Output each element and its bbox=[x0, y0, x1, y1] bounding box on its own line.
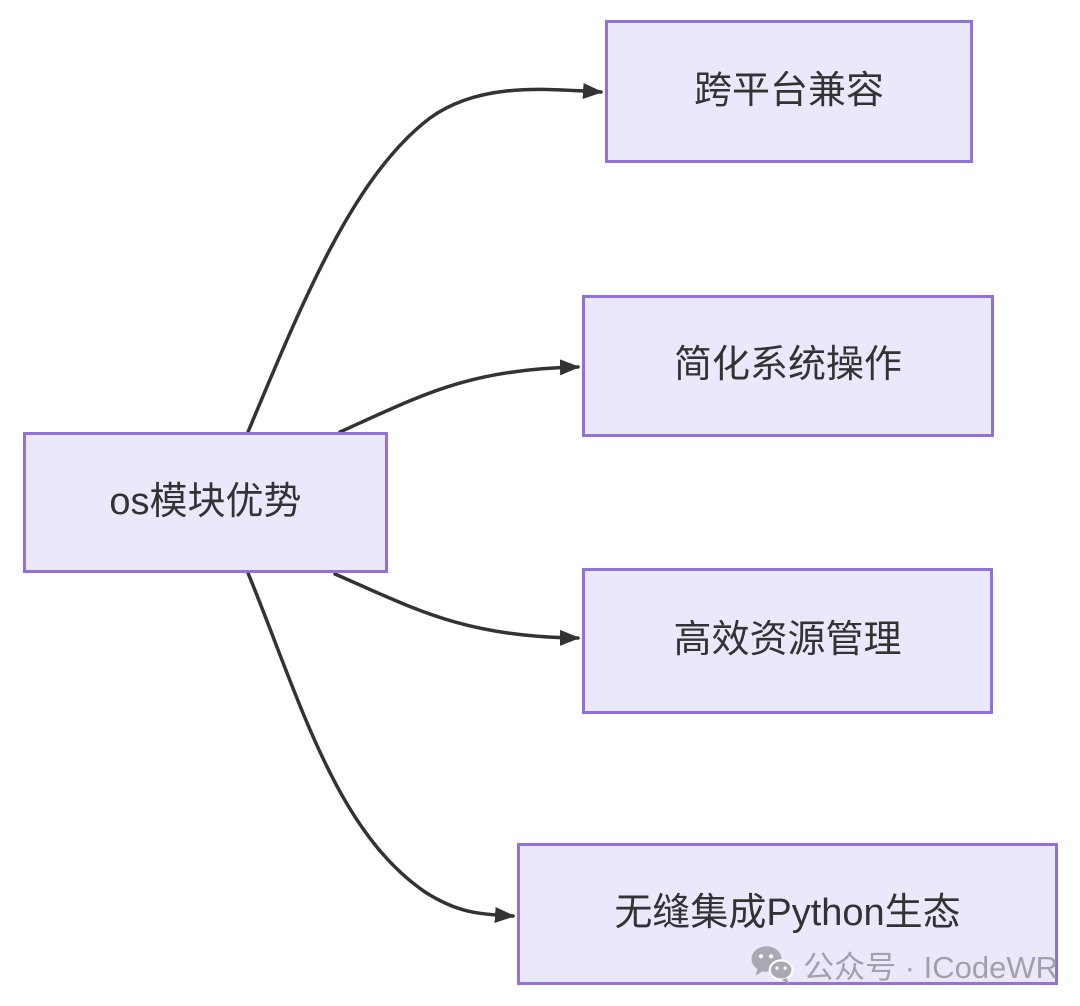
edge-root-to-n4 bbox=[246, 571, 515, 923]
node-label: 无缝集成Python生态 bbox=[614, 892, 961, 935]
wechat-icon bbox=[751, 946, 794, 985]
node-label: 跨平台兼容 bbox=[693, 69, 884, 112]
watermark: 公众号 · ICodeWR bbox=[750, 942, 1058, 987]
node-root: os模块优势 bbox=[23, 432, 388, 573]
node-label: 高效资源管理 bbox=[673, 619, 902, 662]
edge-root-to-n1 bbox=[246, 83, 603, 434]
node-root-label: os模块优势 bbox=[109, 480, 302, 523]
edge-root-to-n2 bbox=[338, 359, 580, 434]
node-simplified-ops: 简化系统操作 bbox=[582, 295, 994, 437]
node-label: 简化系统操作 bbox=[673, 344, 902, 387]
node-resource-mgmt: 高效资源管理 bbox=[582, 568, 993, 714]
edge-root-to-n3 bbox=[333, 572, 580, 646]
watermark-text: 公众号 · ICodeWR bbox=[803, 950, 1058, 985]
node-cross-platform: 跨平台兼容 bbox=[605, 20, 973, 163]
